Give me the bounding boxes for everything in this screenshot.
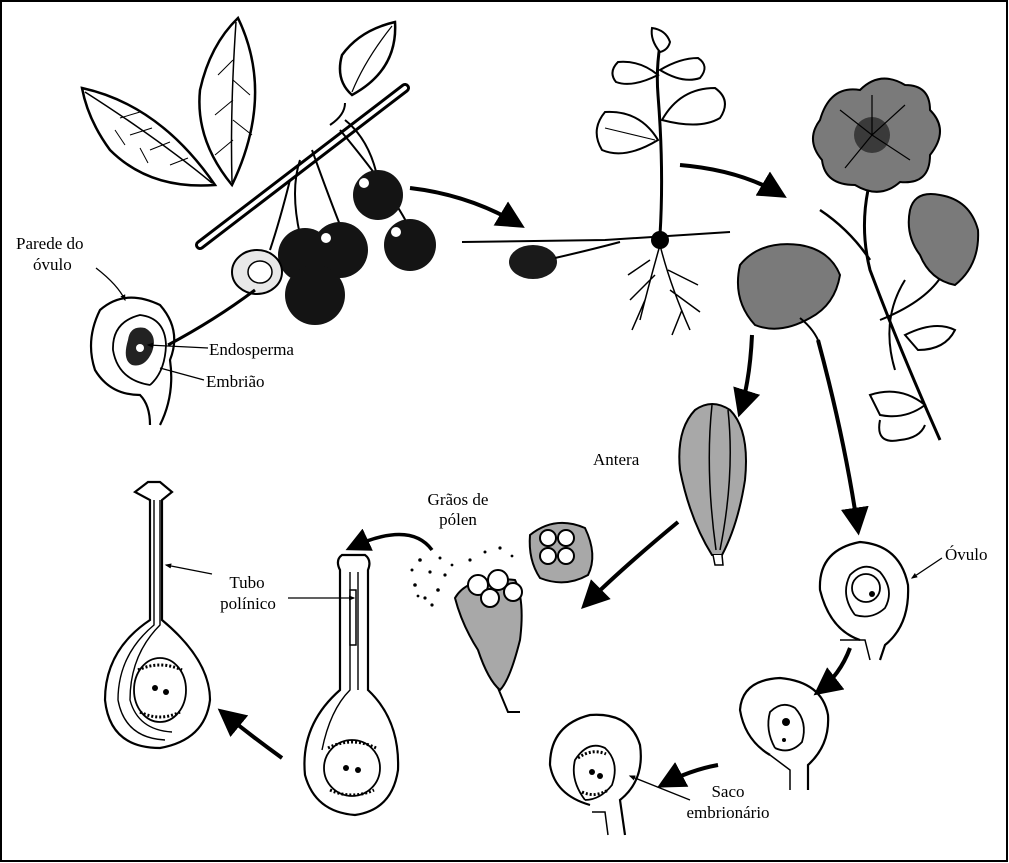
leaf xyxy=(879,420,925,441)
leaf xyxy=(612,62,658,84)
arrow-seedling-to-flower xyxy=(680,165,782,195)
seed xyxy=(509,245,557,279)
seed-section-illustration xyxy=(91,298,174,425)
soil-line xyxy=(462,232,730,242)
anther-illustration xyxy=(679,404,746,565)
leaf xyxy=(652,28,670,52)
label-ovule-wall-line1: Parede do xyxy=(16,234,84,253)
label-pollen-tube-line1: Tubo xyxy=(214,573,280,592)
roots xyxy=(628,245,700,335)
label-pollen-grains-line1: Grãos de xyxy=(418,490,498,509)
leaf xyxy=(905,326,955,350)
label-pollen-grains-line2: pólen xyxy=(418,510,498,529)
leaf xyxy=(870,392,925,417)
cherry-branch-illustration xyxy=(82,18,436,325)
label-embryo-sac-line2: embrionário xyxy=(668,803,788,822)
label-ovule-wall-line2: óvulo xyxy=(33,255,72,274)
flowering-plant-illustration xyxy=(738,79,978,441)
label-embryo-sac-line1: Saco xyxy=(668,782,788,801)
arrow-anther-to-pollen xyxy=(585,522,678,605)
label-embryo: Embrião xyxy=(206,372,265,391)
leaf xyxy=(199,18,255,185)
leaf xyxy=(597,112,658,153)
arrow-ovule1-to-ovule2 xyxy=(818,648,850,692)
germination-illustration xyxy=(462,28,730,335)
label-ovule: Óvulo xyxy=(945,545,988,564)
arrow-flower-to-anther xyxy=(740,335,752,412)
label-anther: Antera xyxy=(593,450,639,469)
arrow-seed-to-fruit xyxy=(168,290,255,345)
flower-side xyxy=(909,194,978,285)
ovule-stage-1 xyxy=(820,542,908,660)
arrow-flower-to-ovule xyxy=(818,340,858,530)
ovule-stage-2 xyxy=(740,678,828,790)
pistil-pollen-tube-middle xyxy=(304,555,398,815)
pistil-pollen-tube-left xyxy=(105,482,210,748)
arrow-pollen-to-pistil xyxy=(350,534,432,550)
arrow-fruit-to-seed xyxy=(410,188,520,225)
label-endosperm: Endosperma xyxy=(209,340,294,359)
flower-open xyxy=(738,244,840,329)
cherry xyxy=(353,170,403,220)
ovule-stage-3 xyxy=(550,715,641,835)
opened-anther-illustration xyxy=(455,523,592,712)
leaf xyxy=(660,58,705,80)
label-pollen-tube-line2: polínico xyxy=(210,594,286,613)
leaf xyxy=(662,88,725,125)
cherry xyxy=(384,219,436,271)
arrow-pistil-to-pistil xyxy=(222,712,282,758)
cherry xyxy=(285,265,345,325)
